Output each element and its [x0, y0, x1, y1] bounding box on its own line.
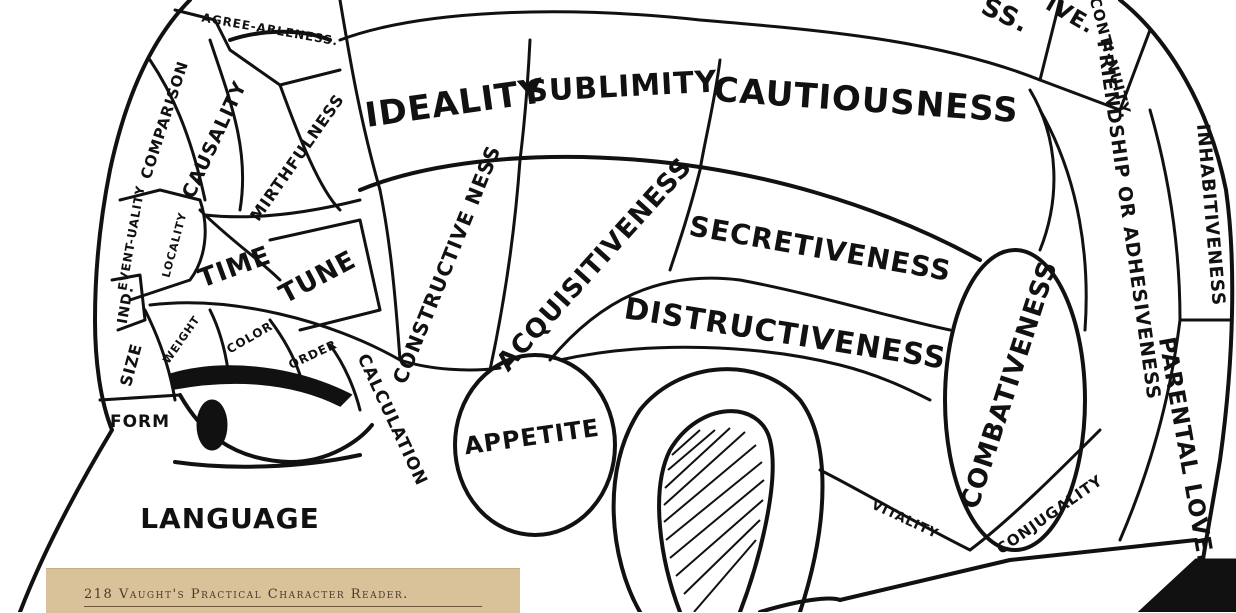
label-combativeness: COMBATIVENESS [955, 257, 1064, 513]
constructiveness-box-left [380, 190, 400, 360]
label-ideality: IDEALITY [363, 71, 547, 136]
label-inhabitiveness: INHABITIVENESS [1192, 123, 1229, 307]
label-top-ss: SS. [977, 0, 1034, 40]
label-mirthfulness: MIRTHFULNESS [246, 90, 348, 224]
label-distructiveness: DISTRUCTIVENESS [622, 291, 949, 376]
label-order: ORDER [286, 337, 339, 372]
book-page-caption: 218 Vaught's Practical Character Reader. [84, 587, 409, 602]
label-form: FORM [110, 412, 170, 432]
label-acquisitiveness: ACQUISITIVENESS [491, 152, 698, 378]
label-conjugality: CONJUGALITY [993, 471, 1106, 558]
ear-outer [614, 369, 823, 612]
label-parental-love: PARENTAL LOVE. [1153, 335, 1218, 565]
label-locality: LOCALITY [160, 211, 190, 279]
label-size: SIZE [116, 341, 146, 388]
label-appetite: APPETITE [462, 414, 601, 461]
book-page-scan: 218 Vaught's Practical Character Reader. [46, 568, 520, 613]
label-agreeableness: AGREE-ABLENESS. [201, 11, 340, 49]
label-sublimity: SUBLIMITY [525, 65, 718, 110]
eye-lashes [170, 367, 350, 405]
eyebrow-line [150, 303, 500, 370]
label-weight: WEIGHT [160, 313, 202, 366]
label-comparison: COMPARISON [137, 59, 192, 182]
label-language: LANGUAGE [140, 502, 320, 535]
label-constructiveness: CONSTRUCTIVE NESS [388, 142, 506, 388]
label-vitality: VITALITY [869, 498, 941, 542]
label-tune: TUNE [274, 245, 361, 310]
neck-shading [1140, 560, 1236, 612]
label-cautiousness: CAUTIOUSNESS [712, 70, 1020, 131]
weight-color-divider [210, 310, 228, 370]
label-time: TIME [194, 241, 275, 295]
form-box [100, 395, 180, 400]
label-secretiveness: SECRETIVENESS [687, 209, 954, 288]
label-color: COLOR [224, 319, 275, 356]
book-page-rule [84, 606, 482, 607]
inhabitiveness-divider [1150, 110, 1180, 320]
eye-iris [198, 401, 226, 449]
label-individuality: IND. [115, 285, 137, 325]
